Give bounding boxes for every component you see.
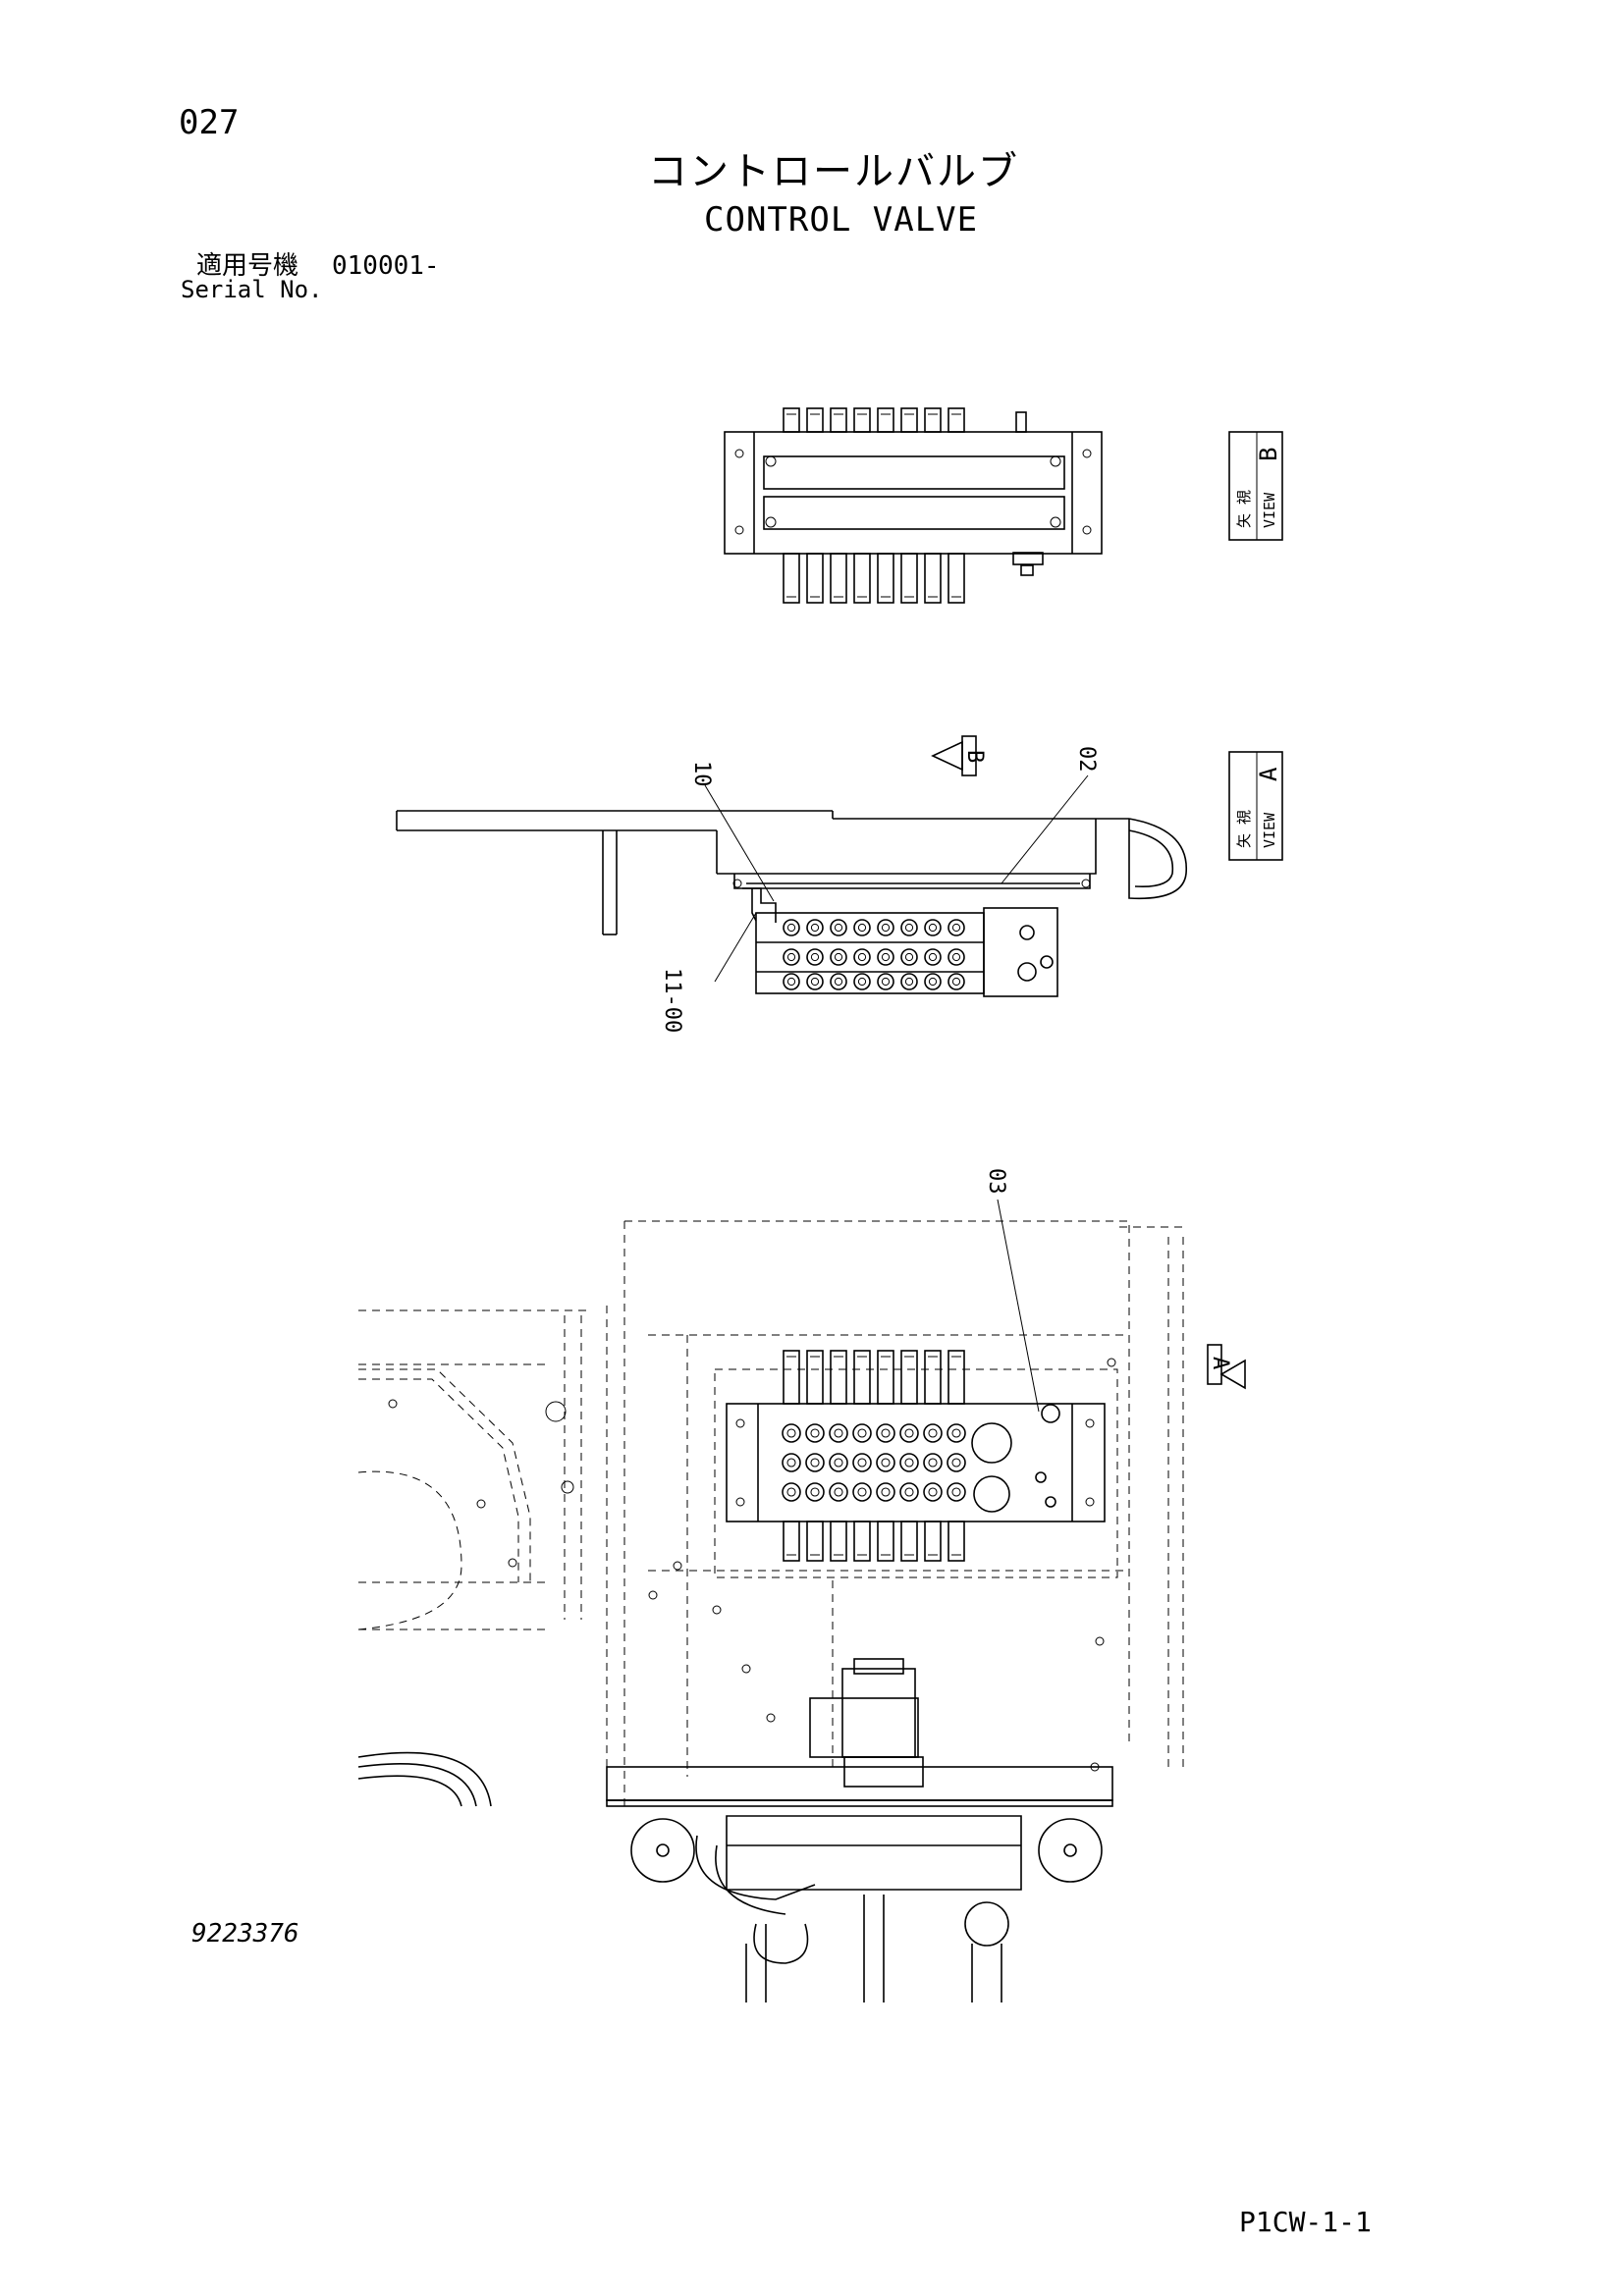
serial-label-japanese: 適用号機	[196, 251, 299, 281]
spool	[924, 1350, 942, 1405]
drawing-number: 9223376	[191, 1919, 299, 1949]
title-english: CONTROL VALVE	[704, 200, 979, 240]
view-a-en-text: VIEW	[1261, 812, 1278, 848]
spool	[783, 407, 800, 433]
spool	[900, 407, 918, 433]
spool	[877, 1350, 894, 1405]
view-b-jp-text: 矢 視	[1235, 490, 1253, 528]
view-a-label-box: 矢 視 VIEW A	[1228, 751, 1283, 861]
arrow-b-letter: B	[962, 750, 987, 763]
callout-11-00: 11-00	[660, 968, 684, 1033]
spool	[853, 553, 871, 604]
spool	[783, 1521, 800, 1562]
spool	[877, 553, 894, 604]
spool	[806, 1521, 824, 1562]
arrow-a-letter: A	[1208, 1357, 1232, 1369]
spool	[924, 553, 942, 604]
view-b-top-drawing	[724, 407, 1103, 604]
spool	[924, 407, 942, 433]
spool	[900, 553, 918, 604]
view-a-jp-text: 矢 視	[1235, 810, 1253, 848]
spool	[783, 553, 800, 604]
spool	[830, 1521, 847, 1562]
callout-10: 10	[689, 761, 714, 787]
spool	[900, 1350, 918, 1405]
spool	[830, 407, 847, 433]
spool	[877, 1521, 894, 1562]
serial-label-english: Serial No.	[181, 276, 323, 303]
spool	[806, 1350, 824, 1405]
callout-02: 02	[1074, 746, 1099, 773]
spool	[806, 407, 824, 433]
spool	[853, 1521, 871, 1562]
page-number: 027	[179, 103, 240, 142]
spool	[924, 1521, 942, 1562]
spool	[947, 1521, 965, 1562]
view-b-en-text: VIEW	[1261, 492, 1278, 528]
spool	[783, 1350, 800, 1405]
page-code: P1CW-1-1	[1239, 2206, 1372, 2238]
callout-03: 03	[984, 1168, 1008, 1195]
title-japanese: コントロールバルブ	[648, 149, 1019, 194]
view-a-letter: A	[1255, 767, 1282, 781]
spool	[853, 1350, 871, 1405]
spool	[806, 553, 824, 604]
plan-view-drawing: A	[357, 1199, 1246, 2002]
serial-value: 010001-	[332, 251, 440, 281]
spool	[947, 407, 965, 433]
view-a-side-drawing: B	[396, 735, 1187, 997]
spool	[947, 553, 965, 604]
spool	[830, 1350, 847, 1405]
view-b-label-box: 矢 視 VIEW B	[1228, 431, 1283, 541]
spool	[877, 407, 894, 433]
view-b-letter: B	[1255, 448, 1282, 461]
spool	[947, 1350, 965, 1405]
spool	[830, 553, 847, 604]
spool	[900, 1521, 918, 1562]
spool	[853, 407, 871, 433]
